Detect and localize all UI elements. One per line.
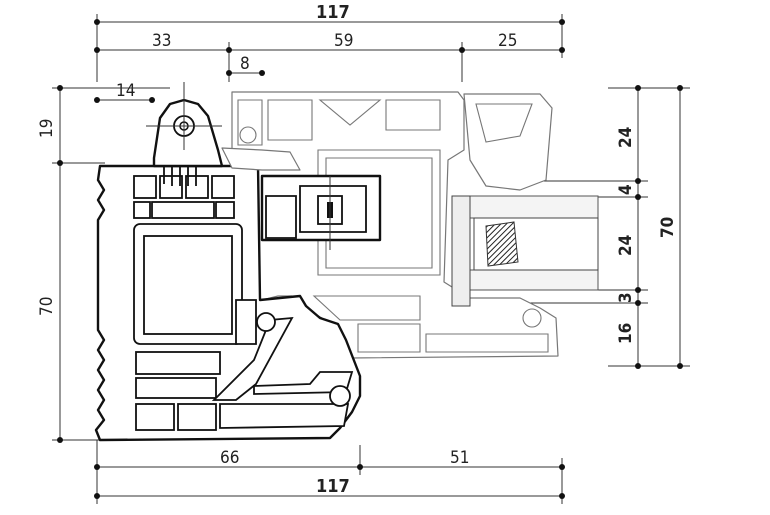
dim-bottom-right: 51 [450, 448, 469, 468]
dim-right-c: 24 [616, 235, 636, 256]
dim-bottom-total: 117 [316, 476, 350, 497]
glazing-unit [451, 195, 599, 307]
top-dimension-lines [94, 14, 565, 103]
dim-top-right: 25 [498, 31, 517, 51]
dim-right-a: 24 [616, 127, 636, 148]
dim-right-d: 3 [616, 292, 636, 303]
hardware-fitting [260, 174, 382, 250]
dim-right-e: 16 [616, 323, 636, 344]
dim-bottom-left: 66 [220, 448, 239, 468]
dim-offset-8: 8 [240, 54, 250, 74]
dim-offset-14: 14 [116, 81, 135, 101]
dim-top-left: 33 [152, 31, 171, 51]
left-dimension-lines [52, 85, 170, 443]
frame-profile [94, 164, 362, 442]
bottom-dimension-lines [94, 440, 565, 504]
sash-profile [231, 91, 559, 359]
dim-left-top: 19 [37, 119, 57, 138]
dim-right-total: 70 [658, 217, 678, 238]
dim-top-mid: 59 [334, 31, 353, 51]
dim-left-main: 70 [37, 297, 57, 316]
dim-right-b: 4 [616, 184, 636, 195]
seal-gasket [146, 82, 301, 186]
dim-top-total: 117 [316, 2, 350, 23]
